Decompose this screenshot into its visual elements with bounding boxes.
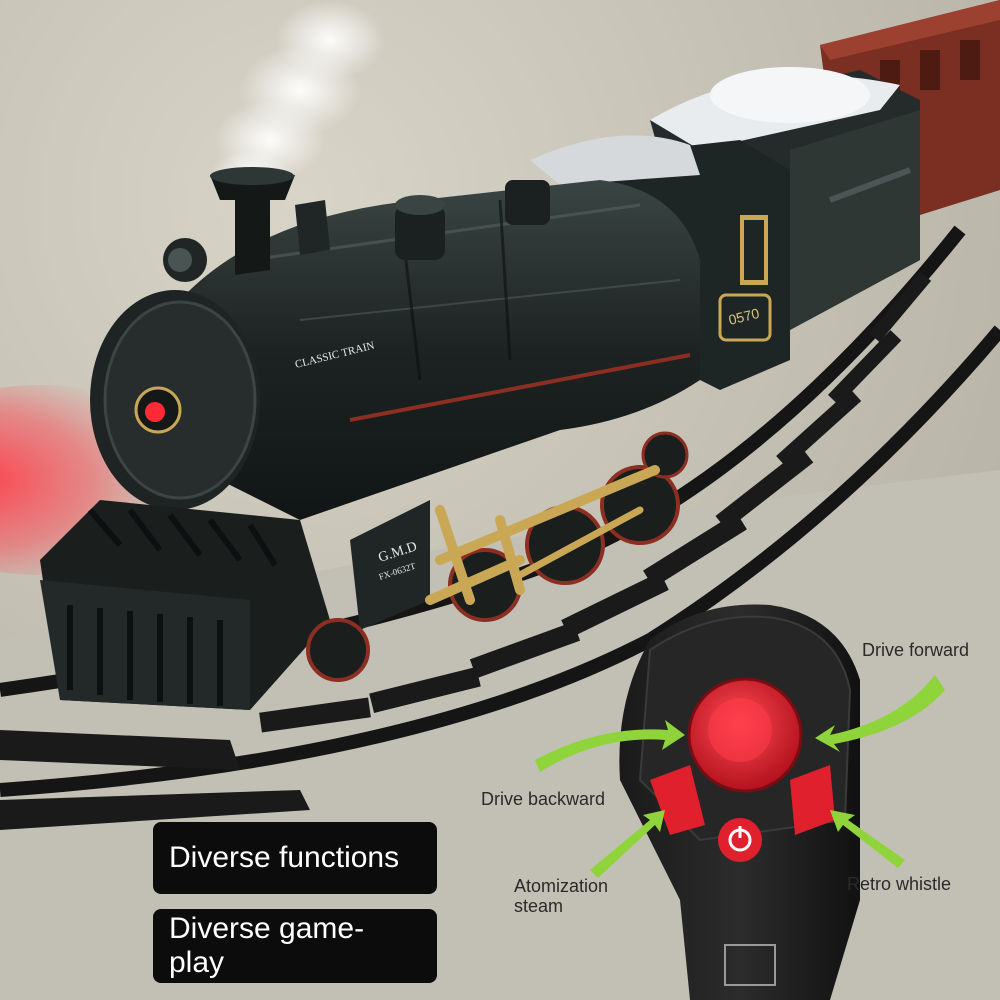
brass-connecting-rods [425, 465, 660, 605]
diverse-gameplay-text: Diverse game- play [169, 912, 365, 979]
locomotive-boiler [163, 167, 700, 520]
smokebox-front [90, 290, 260, 510]
drive-forward-arrow [815, 675, 945, 752]
front-number-plate [350, 500, 430, 630]
atomization-steam-label: Atomization steam [514, 876, 609, 916]
retro-whistle-label: Retro whistle [847, 874, 952, 894]
diverse-functions-text: Diverse functions [169, 841, 400, 874]
cowcatcher [40, 500, 330, 710]
remote-control [619, 604, 860, 1000]
power-button[interactable] [718, 818, 762, 862]
whistle-arrow [830, 810, 905, 868]
diverse-gameplay-badge: Diverse game- play [153, 909, 437, 983]
steam-arrow [590, 810, 665, 878]
drive-backward-label: Drive backward [481, 789, 606, 809]
atomization-steam-button[interactable] [650, 765, 705, 835]
drive-backward-arrow [535, 720, 685, 772]
train-engraving-icon [724, 944, 776, 986]
retro-whistle-button[interactable] [790, 765, 835, 835]
diverse-functions-badge: Diverse functions [153, 822, 437, 894]
callout-arrows [535, 675, 945, 878]
cab-number: 0570 [727, 305, 761, 328]
drive-forward-label: Drive forward [862, 640, 970, 660]
